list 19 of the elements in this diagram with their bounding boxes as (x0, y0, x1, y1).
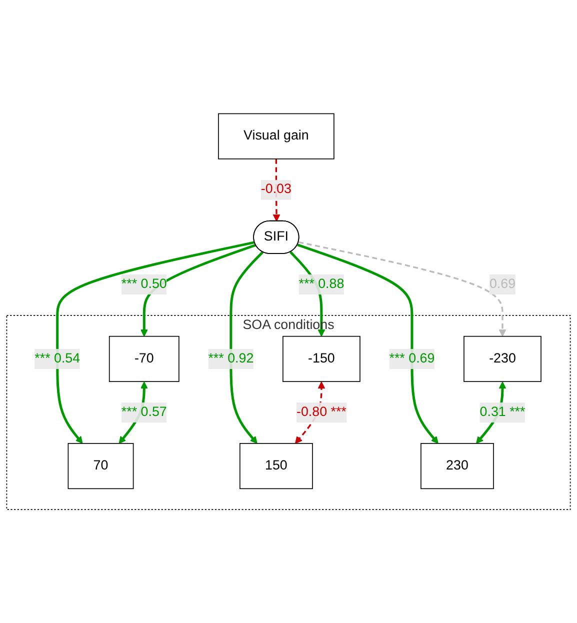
arrow (298, 241, 506, 337)
node-box: 70 (68, 442, 134, 489)
edge-label: *** 0.69 (389, 351, 435, 366)
node-box: -70 (108, 336, 180, 382)
edge-label: *** 0.50 (121, 276, 167, 291)
edge-label: *** 0.57 (121, 404, 167, 420)
edge-label: 0.31 *** (480, 404, 526, 420)
edge-label: *** 0.88 (298, 276, 344, 291)
node-box: -230 (464, 336, 542, 382)
edge-label: *** 0.92 (208, 351, 254, 366)
edge-label: -0.80 *** (296, 404, 346, 420)
node-box: -150 (282, 336, 360, 382)
arrow (297, 244, 438, 444)
edge-label: *** 0.54 (34, 351, 80, 366)
node-box: 150 (240, 442, 313, 489)
node-box: 230 (420, 442, 494, 489)
node-box: Visual gain (218, 113, 334, 160)
arrow (230, 251, 264, 444)
edge-label: -0.03 (260, 182, 292, 196)
